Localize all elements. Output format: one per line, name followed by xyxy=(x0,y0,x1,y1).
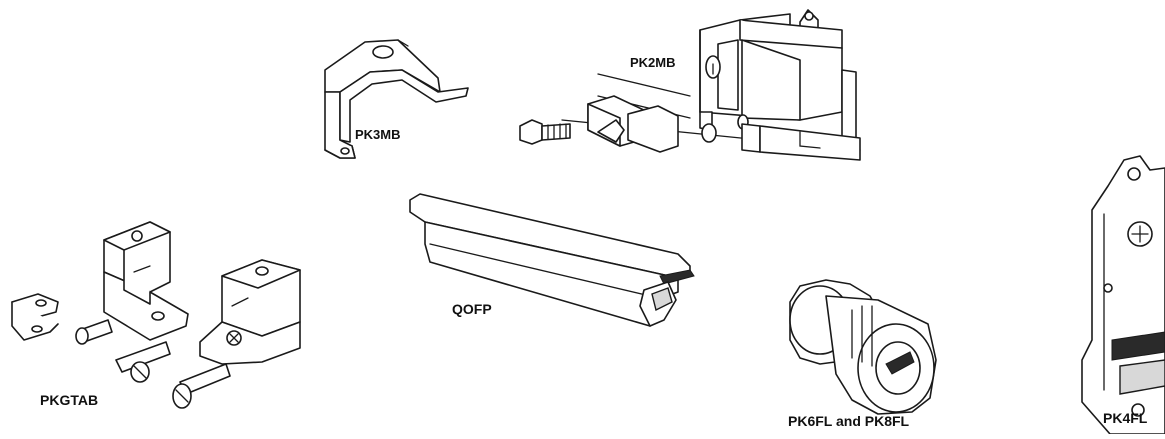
pk4fl-label: PK4FL xyxy=(1103,410,1148,426)
pkgtab-label: PKGTAB xyxy=(40,392,99,408)
qofp-filler-drawing xyxy=(409,193,695,327)
pk2mb-assembly-drawing xyxy=(519,9,861,161)
pk4fl-latch-drawing xyxy=(1081,155,1165,435)
pk3mb-bracket-drawing xyxy=(324,39,469,159)
pk2mb-label: PK2MB xyxy=(630,55,676,70)
qofp-label: QOFP xyxy=(452,301,492,317)
pk6fl-pk8fl-lock-drawing xyxy=(789,279,937,415)
pk3mb-label: PK3MB xyxy=(355,127,401,142)
pk6fl-pk8fl-label: PK6FL and PK8FL xyxy=(788,413,910,429)
pkgtab-kit-drawing xyxy=(11,221,301,409)
